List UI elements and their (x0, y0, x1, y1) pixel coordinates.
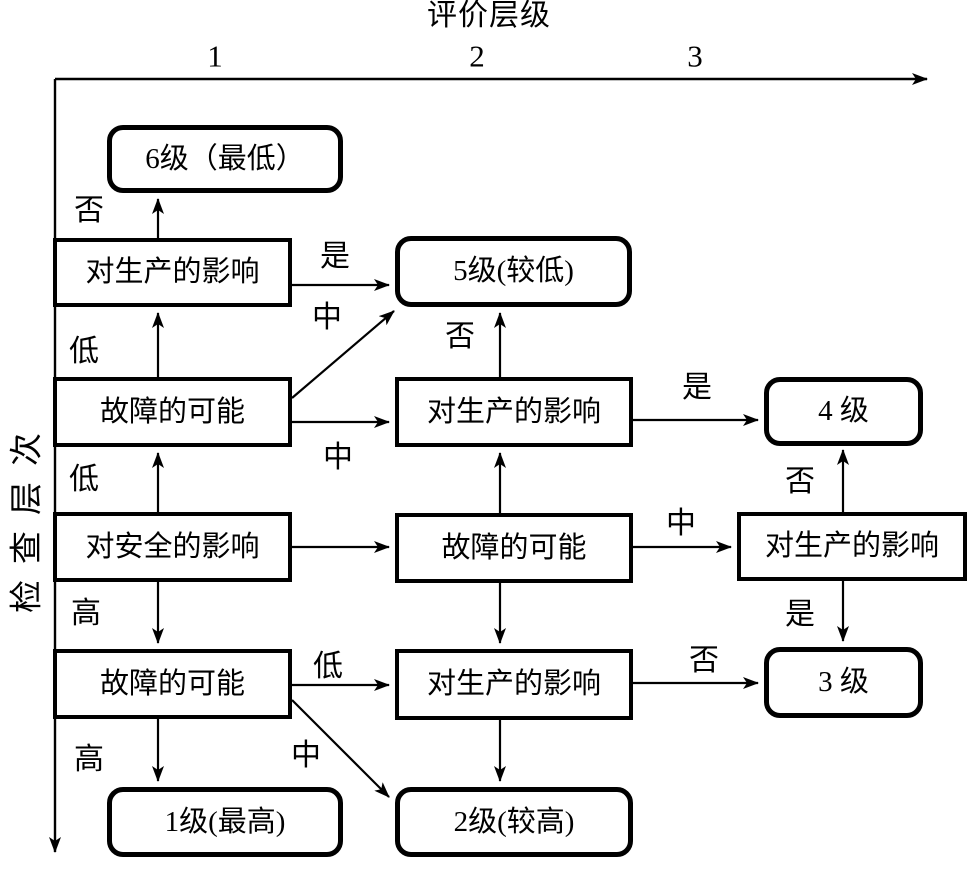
x-tick-3: 3 (687, 38, 703, 74)
edge-label-mid-l4-level2: 中 (291, 739, 321, 772)
edge-label-low-l2-l1: 低 (69, 335, 99, 368)
node-production-impact-c2r4: 对生产的影响 (395, 649, 633, 720)
arrow-l2-to-level5-diagonal (291, 310, 395, 399)
edge-label-mid-m3-r3: 中 (666, 507, 696, 540)
node-failure-probability-c1r4: 故障的可能 (53, 649, 292, 719)
edge-label-yes-m2-level4: 是 (682, 371, 712, 404)
edge-label-mid-l2-m2: 中 (323, 441, 353, 474)
node-level6-lowest: 6级（最低） (107, 125, 343, 193)
edge-label-no-l1-level6: 否 (74, 194, 104, 227)
edge-label-high-l3-l4: 高 (71, 597, 101, 630)
node-safety-impact-c1r3: 对安全的影响 (53, 512, 292, 582)
arrow-l4-to-level2-diagonal (291, 699, 390, 798)
edge-label-low-l3-l2: 低 (69, 463, 99, 496)
edge-label-no-m4-level3: 否 (689, 644, 719, 677)
edge-label-yes-r3-level3: 是 (785, 598, 815, 631)
x-tick-2: 2 (469, 38, 485, 74)
node-failure-probability-c2r3: 故障的可能 (395, 513, 633, 583)
node-production-impact-c2r2: 对生产的影响 (395, 377, 633, 447)
node-level1-highest: 1级(最高) (107, 787, 343, 857)
node-production-impact-c1r1: 对生产的影响 (53, 238, 292, 307)
edge-label-no-m2-level5: 否 (445, 320, 475, 353)
x-axis-title: 评价层级 (427, 0, 551, 32)
node-level5-lower: 5级(较低) (395, 236, 632, 307)
edge-label-no-r3-level4: 否 (785, 465, 815, 498)
edge-label-low-l4-m4: 低 (313, 650, 343, 683)
node-production-impact-c3r3: 对生产的影响 (737, 512, 967, 581)
x-tick-1: 1 (207, 38, 223, 74)
edge-label-yes-l1-level5: 是 (320, 240, 350, 273)
edge-label-mid-l2-level5: 中 (312, 301, 342, 334)
node-level2-higher: 2级(较高) (395, 787, 633, 857)
edge-label-high-l4-level1: 高 (74, 743, 104, 776)
node-level3: 3 级 (764, 647, 923, 718)
node-failure-probability-c1r2: 故障的可能 (53, 377, 292, 447)
node-level4: 4 级 (764, 377, 923, 446)
y-axis-title: 检查层次 (9, 417, 46, 613)
